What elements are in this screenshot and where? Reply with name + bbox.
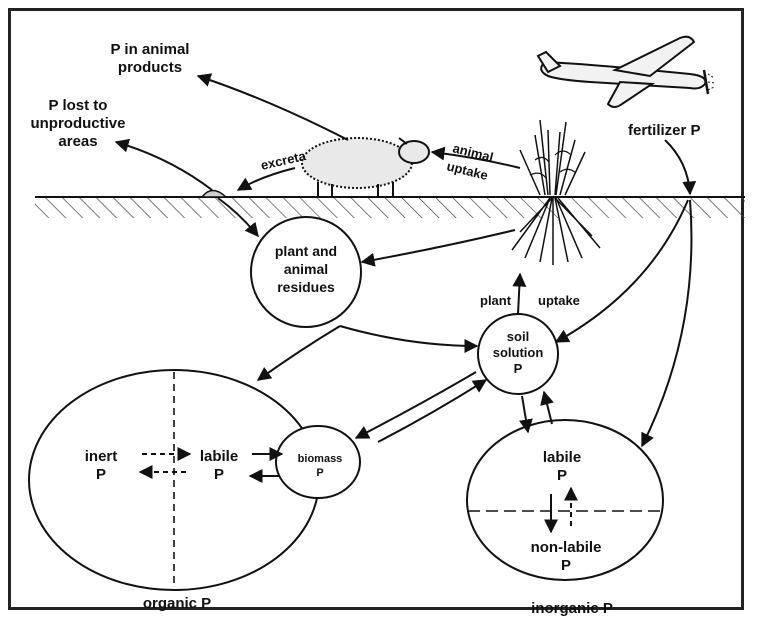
- ground-surface: [35, 196, 745, 218]
- label-inert-line1: inert: [85, 448, 118, 465]
- label-animal-products-line1: P in animal: [111, 41, 190, 58]
- sheep-icon: [301, 137, 430, 197]
- inorganic-p-pool: [466, 419, 664, 581]
- arrow-soil-solution-to-plant: [512, 272, 527, 315]
- arrow-manure-to-residues: [217, 197, 259, 238]
- airplane-icon: [536, 35, 716, 108]
- arrow-residues-to-organic: [256, 325, 341, 381]
- label-plant-uptake: uptake: [538, 293, 580, 308]
- label-nonlabile-line2: P: [561, 557, 571, 574]
- label-residues-line2: animal: [284, 261, 328, 277]
- plant-icon: [511, 119, 601, 265]
- label-labile-organic-line1: labile: [200, 448, 238, 465]
- arrow-plant-to-residues: [360, 229, 516, 267]
- label-soil-solution-line2: solution: [493, 345, 544, 360]
- label-labile-inorganic-line1: labile: [543, 449, 581, 466]
- label-inert-line2: P: [96, 466, 106, 483]
- label-residues-line3: residues: [277, 279, 335, 295]
- label-animal-products-line2: products: [118, 59, 182, 76]
- arrow-to-animal-products: [196, 73, 349, 141]
- label-nonlabile-line1: non-labile: [531, 539, 602, 556]
- diagram-frame: [8, 8, 744, 610]
- arrow-fertilizer-to-soil-solution: [554, 199, 689, 343]
- arrow-soil-solution-to-biomass: [354, 371, 477, 439]
- arrow-animal-uptake: [430, 146, 521, 169]
- label-biomass-line1: biomass: [298, 453, 343, 465]
- arrow-soil-solution-to-inorganic: [519, 395, 533, 434]
- plant-animal-residues-pool: [250, 216, 362, 328]
- manure-pile-icon: [200, 189, 228, 198]
- label-p-lost-line3: areas: [58, 133, 97, 150]
- arrow-inorganic-to-soil-solution: [540, 390, 554, 425]
- arrow-excreta: [236, 167, 296, 191]
- label-soil-solution-line3: P: [514, 361, 523, 376]
- label-labile-inorganic-line2: P: [557, 467, 567, 484]
- label-p-lost-line1: P lost to: [49, 97, 108, 114]
- arrow-to-unproductive-areas: [114, 138, 213, 191]
- organic-p-pool: [28, 369, 320, 591]
- label-plant: plant: [480, 293, 512, 308]
- label-biomass-line2: P: [316, 467, 323, 479]
- label-residues-line1: plant and: [275, 243, 337, 259]
- label-inorganic-p: inorganic P: [531, 600, 613, 617]
- label-p-lost-line2: unproductive: [30, 115, 125, 132]
- arrow-residues-to-soil-solution: [339, 325, 479, 353]
- label-fertilizer: fertilizer P: [628, 122, 701, 139]
- biomass-pool: [275, 425, 361, 499]
- label-organic-p: organic P: [143, 595, 211, 612]
- arrow-biomass-to-soil-solution: [377, 379, 488, 443]
- arrow-fertilizer-to-inorganic: [641, 199, 693, 448]
- label-excreta: excreta: [259, 148, 307, 173]
- arrow-fertilizer-to-ground: [664, 139, 697, 196]
- label-soil-solution-line1: soil: [507, 329, 529, 344]
- label-labile-organic-line2: P: [214, 466, 224, 483]
